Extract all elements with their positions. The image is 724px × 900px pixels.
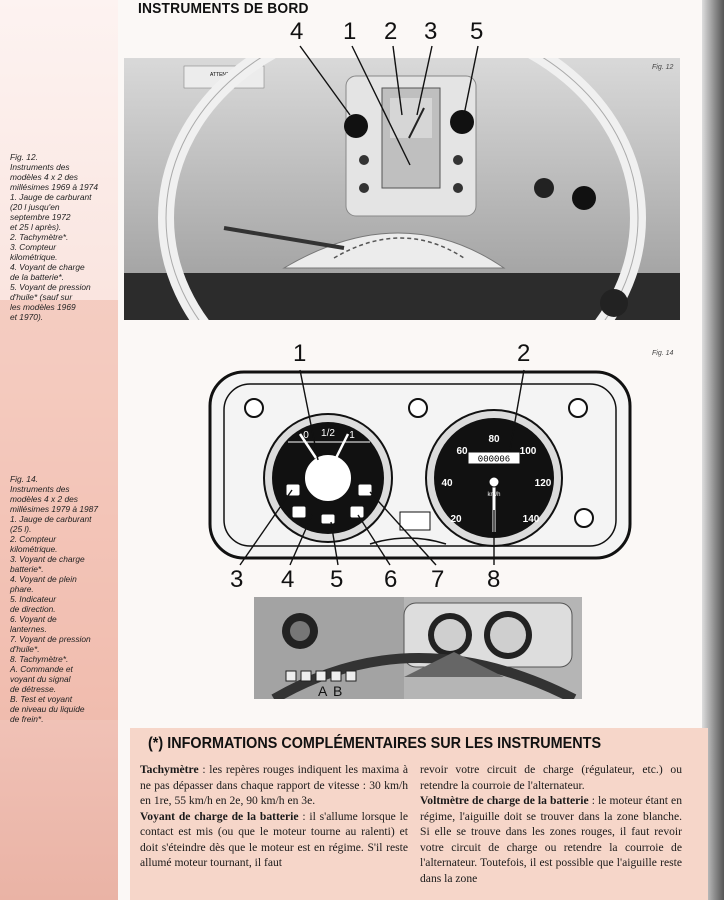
fuel-mark-0: 0 (303, 430, 309, 441)
fig14-panel-drawing: 0 1/2 1 000006 20 40 60 80 100 120 140 k… (208, 370, 632, 560)
fig14-callout-1: 1 (293, 340, 307, 367)
text-voltmetre: : le moteur étant en régime, l'aiguille … (420, 794, 682, 885)
term-tachymetre: Tachymètre (140, 763, 199, 776)
fig14-tag: Fig. 14 (652, 350, 674, 357)
text-continuation: revoir votre circuit de charge (régulate… (420, 763, 682, 792)
info-column-1: Tachymètre : les repères rouges indiquen… (140, 762, 408, 871)
term-voyant-charge: Voyant de charge de la batterie (140, 809, 299, 823)
info-column-2: revoir votre circuit de charge (régulate… (420, 762, 682, 886)
info-title: (*) INFORMATIONS COMPLÉMENTAIRES SUR LES… (148, 735, 602, 752)
text-voyant-charge: : il s'allume lorsque le contact est mis… (140, 809, 408, 870)
speedo-mark-80: 80 (488, 434, 500, 445)
speedo-mark-120: 120 (535, 478, 552, 489)
page-edge-shadow (702, 0, 724, 900)
fuel-mark-half: 1/2 (321, 428, 335, 439)
fig14-callout-5: 5 (330, 566, 344, 593)
fig14-callout-4: 4 (281, 566, 295, 593)
fuel-mark-1: 1 (349, 430, 355, 441)
speedo-mark-100: 100 (520, 446, 537, 457)
fig12-callout-2: 2 (384, 18, 398, 45)
fig14-callout-8: 8 (487, 566, 501, 593)
fig12-caption: Fig. 12. Instruments des modèles 4 x 2 d… (10, 152, 98, 322)
fig12-callout-1: 1 (343, 18, 357, 45)
speedo-mark-20: 20 (450, 514, 462, 525)
text-tachymetre: : les repères rouges indiquent les maxim… (140, 763, 408, 807)
left-margin-accent (0, 300, 118, 720)
fig12-callout-3: 3 (424, 18, 438, 45)
fig14-callout-2: 2 (517, 340, 531, 367)
fig12-leader-lines (299, 45, 479, 166)
fig12-callout-5: 5 (470, 18, 484, 45)
fig12-photo: ATTENTION (124, 58, 680, 320)
fig14-callout-7: 7 (431, 566, 445, 593)
odometer-readout: 000006 (478, 455, 510, 465)
fig14-caption: Fig. 14. Instruments des modèles 4 x 2 d… (10, 474, 98, 724)
info-box (130, 728, 708, 900)
speedo-mark-40: 40 (441, 478, 453, 489)
fig14-callout-3: 3 (230, 566, 244, 593)
term-voltmetre: Voltmètre de charge de la batterie (420, 794, 589, 807)
ab-label-b: B (333, 683, 343, 699)
fig12-callout-4: 4 (290, 18, 304, 45)
fig14-leader-lines (239, 369, 525, 566)
fig14-inset-photo (254, 597, 582, 699)
page-title: INSTRUMENTS DE BORD (138, 0, 309, 17)
speedo-mark-140: 140 (523, 514, 540, 525)
fig14-callout-6: 6 (384, 566, 398, 593)
speedo-mark-60: 60 (456, 446, 468, 457)
attention-label: ATTENTION (210, 72, 238, 78)
fig12-tag: Fig. 12 (652, 64, 674, 71)
ab-label-a: A (318, 683, 328, 699)
